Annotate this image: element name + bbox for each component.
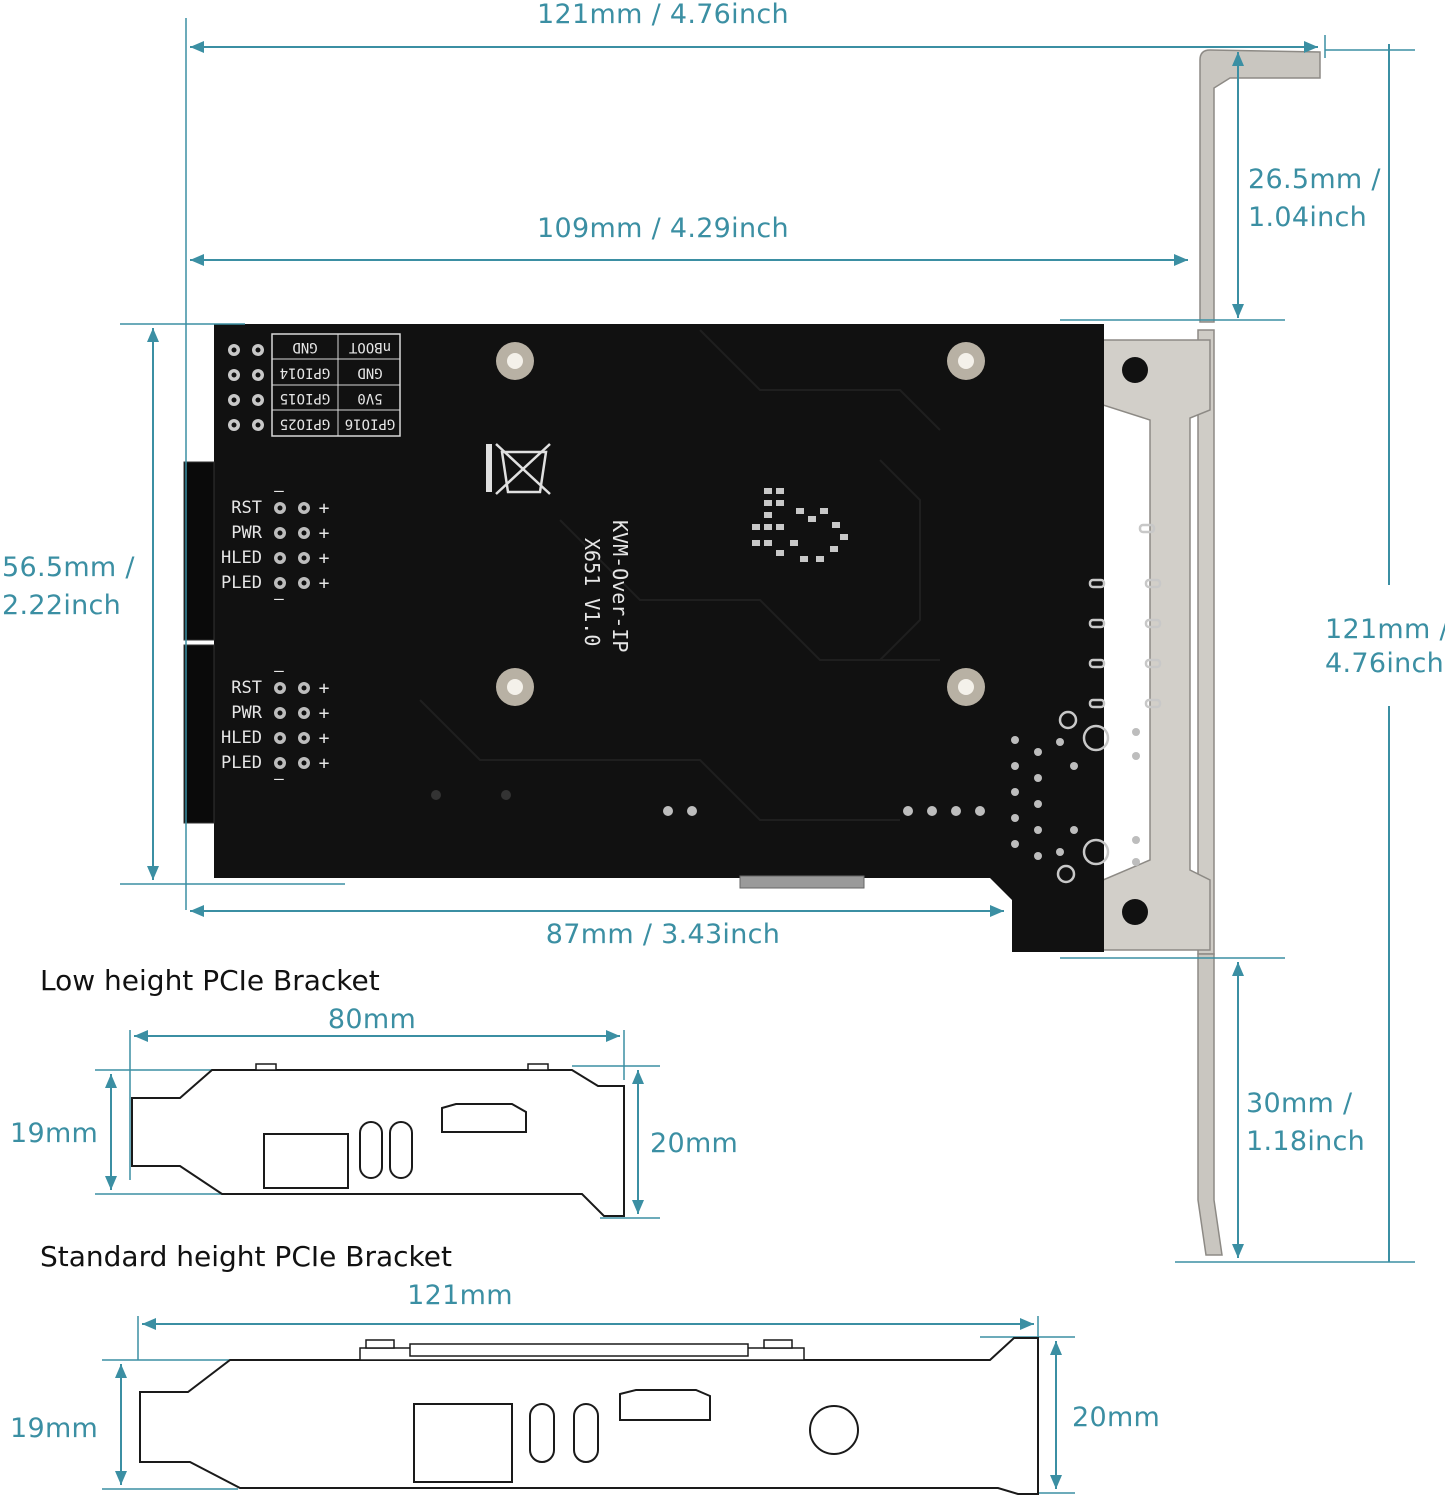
right-components bbox=[1056, 523, 1162, 884]
gpio-table-cell: GPIO25 bbox=[280, 416, 331, 432]
minus-mark: – bbox=[274, 661, 284, 680]
gpio-table-cell: GND bbox=[292, 339, 317, 355]
smd-components bbox=[752, 488, 848, 562]
bottom-length-label: 87mm / 3.43inch bbox=[546, 919, 780, 950]
board-model-text: X651 V1.0 bbox=[580, 538, 604, 646]
panel-label: PWR bbox=[231, 703, 262, 723]
weee-icon bbox=[486, 443, 551, 495]
low-profile-right-height-label: 20mm bbox=[650, 1128, 738, 1159]
plus-mark: + bbox=[319, 548, 330, 569]
panel-label: RST bbox=[231, 678, 262, 698]
low-profile-left-height-label: 19mm bbox=[10, 1118, 98, 1149]
standard-left-height-label: 19mm bbox=[10, 1413, 98, 1444]
plus-mark: + bbox=[319, 498, 330, 519]
plus-mark: + bbox=[319, 523, 330, 544]
top-height-label-1: 26.5mm / bbox=[1248, 164, 1381, 195]
standard-heading: Standard height PCIe Bracket bbox=[40, 1240, 452, 1273]
plus-mark: + bbox=[319, 753, 330, 774]
plus-mark: + bbox=[319, 573, 330, 594]
panel-label: HLED bbox=[221, 728, 262, 748]
low-profile-width-label: 80mm bbox=[328, 1004, 416, 1035]
panel-label: PLED bbox=[221, 753, 262, 773]
panel-label: RST bbox=[231, 498, 262, 518]
gpio-table-cell: GPIO15 bbox=[280, 390, 331, 406]
tail-height-label-1: 30mm / bbox=[1246, 1088, 1353, 1119]
board-title-text: KVM-Over-IP bbox=[608, 520, 632, 652]
via-dots bbox=[431, 728, 1140, 866]
gpio-table-cell: GND bbox=[357, 365, 382, 381]
mounting-holes bbox=[496, 342, 985, 706]
gpio-table-cell: 5V0 bbox=[357, 390, 382, 406]
tail-height-label-2: 1.18inch bbox=[1246, 1126, 1365, 1157]
board-height-label-2: 2.22inch bbox=[2, 590, 121, 621]
standard-right-height-label: 20mm bbox=[1072, 1402, 1160, 1433]
panel-connector-top bbox=[183, 461, 215, 641]
main-dimension-lines bbox=[120, 18, 1415, 1263]
bracket-height-label-1: 121mm / bbox=[1325, 614, 1445, 645]
board-length-label: 109mm / 4.29inch bbox=[537, 213, 789, 244]
minus-mark: – bbox=[274, 589, 284, 608]
gpio-header-pins bbox=[228, 344, 264, 431]
plus-mark: + bbox=[319, 678, 330, 699]
board-title: KVM-Over-IP X651 V1.0 bbox=[580, 520, 632, 652]
pcie-edge-stub bbox=[739, 875, 865, 889]
minus-mark: – bbox=[274, 769, 284, 788]
low-profile-bracket: Low height PCIe Bracket 80mm 19mm 20mm bbox=[10, 964, 738, 1219]
standard-bracket: Standard height PCIe Bracket 121mm 19mm … bbox=[10, 1240, 1160, 1495]
panel-label: PWR bbox=[231, 523, 262, 543]
gpio-table-cell: GPIO16 bbox=[345, 416, 396, 432]
panel-label: PLED bbox=[221, 573, 262, 593]
gpio-table-cell: nBOOT bbox=[348, 339, 391, 355]
bracket-height-label-2: 4.76inch bbox=[1325, 648, 1444, 679]
plus-mark: + bbox=[319, 728, 330, 749]
minus-mark: – bbox=[274, 481, 284, 500]
panel-connector-bottom bbox=[183, 644, 215, 824]
gpio-table-cell: GPIO14 bbox=[280, 365, 331, 381]
panel-label: HLED bbox=[221, 548, 262, 568]
plus-mark: + bbox=[319, 703, 330, 724]
front-panel-labels: –RST+PWR+HLED+PLED+––RST+PWR+HLED+PLED+– bbox=[221, 481, 330, 788]
metal-bracket bbox=[1102, 49, 1321, 1256]
total-width-label: 121mm / 4.76inch bbox=[537, 0, 789, 30]
low-profile-heading: Low height PCIe Bracket bbox=[40, 964, 380, 997]
standard-width-label: 121mm bbox=[407, 1280, 513, 1311]
top-height-label-2: 1.04inch bbox=[1248, 202, 1367, 233]
board-height-label-1: 56.5mm / bbox=[2, 552, 135, 583]
